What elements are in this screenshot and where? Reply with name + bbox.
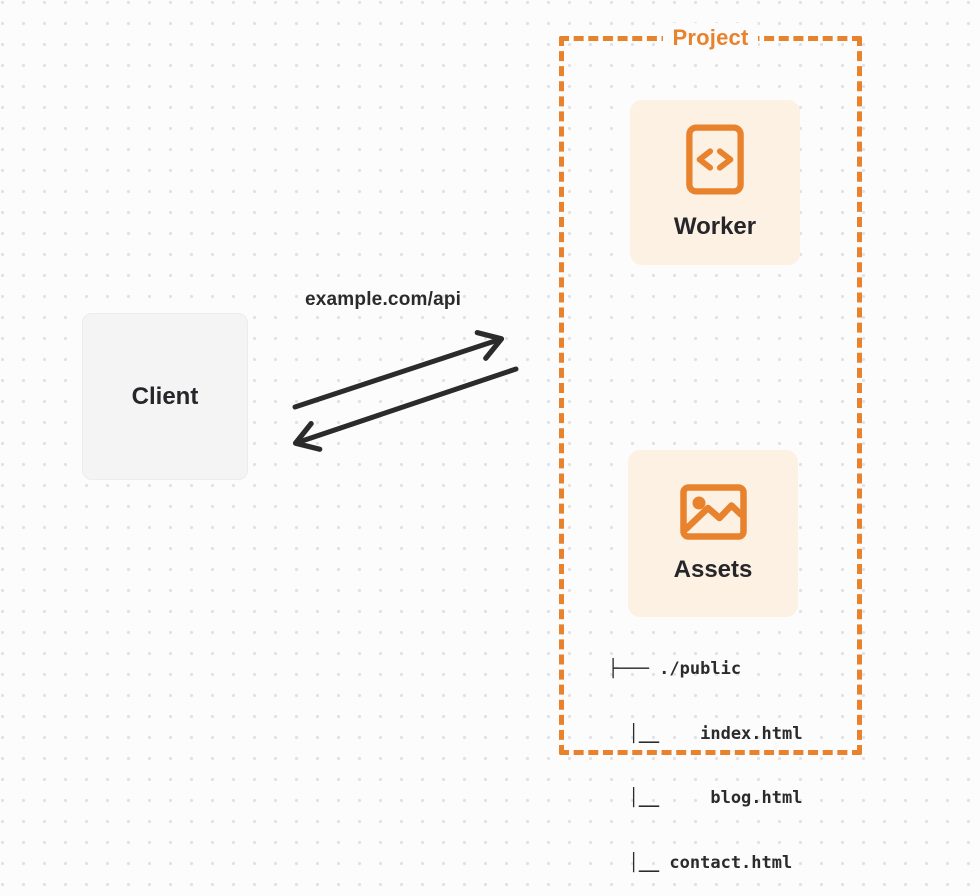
image-icon — [679, 483, 747, 540]
tree-line-contact: │__ contact.html — [608, 852, 793, 873]
tree-line-index: │__ index.html — [608, 723, 803, 744]
client-label: Client — [131, 382, 199, 410]
request-arrow — [292, 329, 505, 410]
request-url-label: example.com/api — [305, 289, 462, 310]
worker-node: Worker — [630, 100, 800, 265]
response-arrow — [292, 366, 519, 452]
project-boundary: Project — [559, 23, 862, 755]
worker-label: Worker — [673, 213, 757, 240]
file-tree: ├─── ./public │__ index.html │__ blog.ht… — [608, 616, 802, 896]
diagram-canvas: { "diagram": { "project": { "label": "Pr… — [0, 0, 980, 873]
tree-line-blog: │__ blog.html — [608, 788, 803, 808]
assets-node: Assets — [628, 450, 798, 617]
tree-line-public: ├─── ./public — [608, 659, 742, 679]
project-label: Project — [662, 23, 759, 53]
client-node: Client — [82, 313, 248, 480]
code-file-icon — [686, 124, 744, 195]
assets-label: Assets — [673, 555, 753, 583]
